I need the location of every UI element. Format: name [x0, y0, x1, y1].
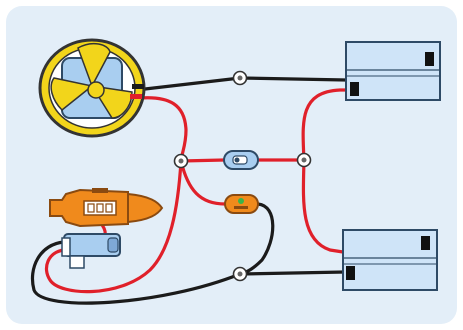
- fan-hub: [87, 81, 105, 99]
- snap-node-right: [296, 152, 312, 168]
- wire-red-right-node-to-battery-bottom: [301, 158, 345, 254]
- wire-red-fan-to-left-node: [138, 96, 188, 163]
- wire-red-right-node-to-battery-top: [301, 88, 349, 162]
- wire-black-button-to-bottom-node: [31, 240, 242, 305]
- battery-icon: [342, 229, 438, 291]
- led-icon: [224, 194, 259, 214]
- wire-red-left-node-to-bottom-node: [44, 159, 183, 294]
- fan-blade-3: [50, 77, 94, 112]
- wire-black-fan-to-top-node: [143, 76, 242, 91]
- speaker-icon: [49, 188, 164, 228]
- fan-blade-1: [77, 42, 111, 88]
- button-icon: [61, 233, 121, 269]
- wire-red-left-node-to-led: [179, 159, 227, 206]
- snap-node-left: [173, 153, 189, 169]
- switch-icon: [223, 150, 259, 170]
- snap-node-bottom: [232, 266, 248, 282]
- snap-node-top: [232, 70, 248, 86]
- fan-icon: [38, 38, 146, 138]
- wire-black-top-node-to-battery-top: [238, 76, 348, 82]
- battery-icon: [345, 41, 441, 101]
- wire-black-led-to-bottom-node: [238, 202, 275, 276]
- wire-black-bottom-node-to-battery-bottom: [238, 270, 347, 276]
